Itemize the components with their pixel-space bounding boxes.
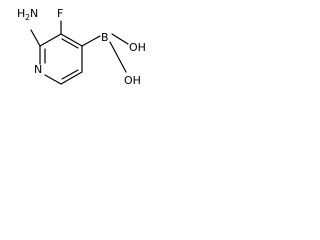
bond-b-oh-lower: [109, 41, 127, 73]
amine-n-label: N: [30, 7, 38, 20]
hydroxyl-lower-label: OH: [124, 74, 141, 87]
fluorine-label: F: [57, 7, 63, 20]
bond-c3-c4: [60, 33, 83, 47]
bond-c2-nh2: [30, 29, 41, 47]
amine-h-count-label: 2: [25, 13, 30, 22]
ring-nitrogen-label: N: [34, 63, 42, 76]
boron-label: B: [101, 31, 109, 44]
bond-c6-n1: [44, 74, 62, 85]
chemical-structure: H 2 N F N B OH OH: [17, 7, 146, 87]
amine-h-label: H: [17, 7, 25, 20]
bond-c2-c3: [39, 33, 62, 47]
bond-c4-b: [81, 35, 101, 47]
hydroxyl-upper-label: OH: [129, 41, 146, 54]
bond-b-oh-upper: [111, 33, 129, 45]
double-bond-c5-c6-inner: [61, 69, 79, 80]
bond-c5-c6: [60, 71, 83, 85]
double-bond-c3-c4-inner: [61, 38, 79, 49]
